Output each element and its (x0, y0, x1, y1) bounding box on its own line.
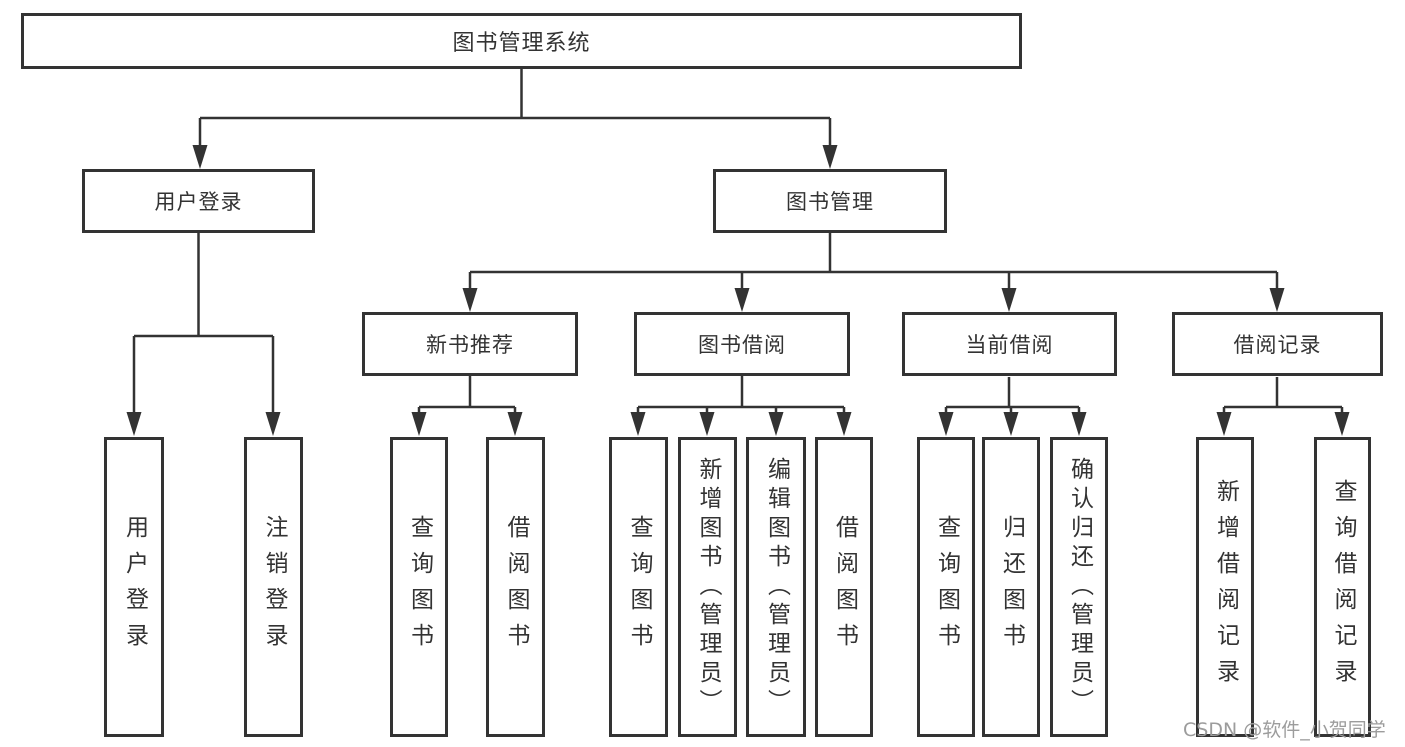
node-root-label: 图书管理系统 (452, 31, 591, 56)
leaf-user-login-label: 用户登录 (121, 515, 148, 659)
leaf-logout: 注销登录 (244, 437, 303, 737)
connector-new-book-recommend-to-leaves (411, 376, 523, 436)
leaf-add-borrow-record-label: 新增借阅记录 (1212, 479, 1239, 695)
connector-root-to-level2 (192, 69, 838, 169)
leaf-query-borrow-record-label: 查询借阅记录 (1330, 479, 1356, 695)
node-book-borrowing: 图书借阅 (634, 312, 850, 376)
leaf-edit-books-admin: 编辑图书（管理员） (746, 437, 806, 737)
leaf-borrow-books-borrowing-label: 借阅图书 (831, 515, 858, 659)
leaf-add-books-admin: 新增图书（管理员） (678, 437, 737, 737)
connector-borrowing-records-to-leaves (1216, 377, 1350, 436)
connector-book-borrowing-to-leaves (630, 376, 852, 436)
node-user-login: 用户登录 (82, 169, 315, 233)
leaf-confirm-return-admin: 确认归还（管理员） (1050, 437, 1108, 737)
node-new-book-recommend-label: 新书推荐 (426, 333, 514, 357)
node-new-book-recommend: 新书推荐 (362, 312, 578, 376)
leaf-query-books-recommend-label: 查询图书 (406, 515, 433, 659)
node-current-borrowing-label: 当前借阅 (965, 333, 1054, 357)
leaf-user-login: 用户登录 (104, 437, 164, 737)
node-book-management: 图书管理 (713, 169, 947, 233)
node-current-borrowing: 当前借阅 (902, 312, 1117, 376)
leaf-query-books-current: 查询图书 (917, 437, 975, 737)
leaf-confirm-return-admin-label: 确认归还（管理员） (1066, 456, 1093, 718)
node-book-management-label: 图书管理 (786, 190, 874, 214)
leaf-query-books-borrowing-label: 查询图书 (626, 515, 652, 659)
node-user-login-label: 用户登录 (154, 190, 243, 214)
leaf-borrow-books-recommend: 借阅图书 (486, 437, 545, 737)
csdn-watermark: CSDN @软件_小贺同学 (1183, 719, 1386, 741)
leaf-add-books-admin-label: 新增图书（管理员） (695, 456, 721, 718)
leaf-logout-label: 注销登录 (261, 515, 287, 659)
node-book-borrowing-label: 图书借阅 (698, 333, 786, 357)
leaf-query-books-current-label: 查询图书 (933, 515, 960, 659)
leaf-edit-books-admin-label: 编辑图书（管理员） (763, 456, 790, 718)
connector-current-borrowing-to-leaves (938, 377, 1087, 436)
connector-book-management-to-level3 (462, 233, 1285, 312)
node-borrowing-records: 借阅记录 (1172, 312, 1383, 376)
node-root: 图书管理系统 (21, 13, 1022, 69)
leaf-return-books-label: 归还图书 (998, 515, 1025, 659)
connector-user-login-to-leaves (126, 233, 281, 436)
leaf-query-borrow-record: 查询借阅记录 (1314, 437, 1371, 737)
node-borrowing-records-label: 借阅记录 (1233, 333, 1322, 357)
leaf-borrow-books-recommend-label: 借阅图书 (503, 515, 529, 659)
leaf-query-books-recommend: 查询图书 (390, 437, 448, 737)
leaf-return-books: 归还图书 (982, 437, 1040, 737)
leaf-borrow-books-borrowing: 借阅图书 (815, 437, 873, 737)
leaf-add-borrow-record: 新增借阅记录 (1196, 437, 1254, 737)
leaf-query-books-borrowing: 查询图书 (609, 437, 668, 737)
